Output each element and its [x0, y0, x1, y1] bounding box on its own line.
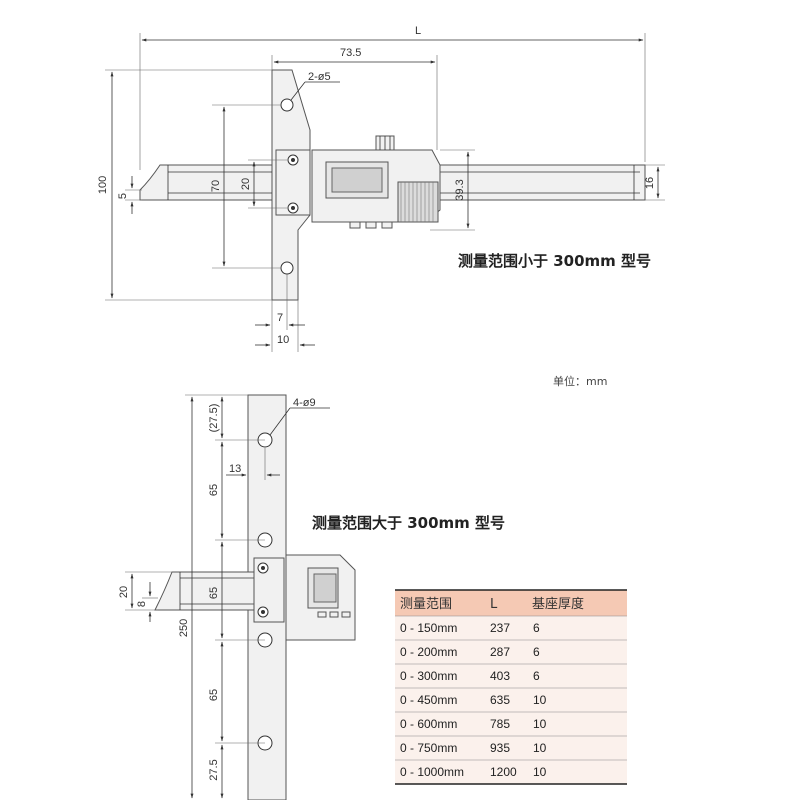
bottom-gauge-drawing: [154, 394, 356, 800]
top-dimensions: L 73.5 2-ø5 100 70 20 5 39.3: [97, 25, 665, 352]
table-cell: 403: [490, 669, 510, 683]
dim-20-top: 20: [240, 178, 252, 190]
table-header-thickness: 基座厚度: [532, 596, 584, 612]
table-cell: 6: [533, 645, 540, 659]
table-header-range: 测量范围: [400, 597, 452, 612]
bottom-caption: 测量范围大于 300mm 型号: [312, 514, 505, 532]
dim-27-5: 27.5: [208, 759, 220, 780]
table-cell: 10: [533, 765, 547, 779]
table-cell: 237: [490, 621, 510, 635]
table-cell: 1200: [490, 765, 517, 779]
dim-8: 8: [136, 601, 148, 607]
table-cell: 0 - 150mm: [400, 621, 457, 635]
dim-5: 5: [117, 193, 129, 199]
unit-label: 单位：mm: [553, 374, 607, 388]
dim-holes-top: 2-ø5: [308, 71, 331, 83]
top-gauge-drawing: [139, 69, 646, 301]
dim-70: 70: [210, 180, 222, 192]
top-caption: 测量范围小于 300mm 型号: [458, 252, 651, 270]
table-cell: 0 - 300mm: [400, 669, 457, 683]
table-cell: 0 - 750mm: [400, 741, 457, 755]
dim-65-c: 65: [208, 689, 220, 701]
dim-10: 10: [277, 334, 289, 346]
dim-20-bottom: 20: [118, 586, 130, 598]
top-thumb-wheel: [397, 181, 439, 223]
dim-7: 7: [277, 312, 283, 324]
dim-73-5: 73.5: [340, 47, 361, 59]
table-header-L: L: [490, 597, 498, 612]
dim-L: L: [415, 25, 421, 37]
dim-27-5-paren: (27.5): [208, 404, 220, 433]
table-cell: 0 - 200mm: [400, 645, 457, 659]
table-cell: 6: [533, 669, 540, 683]
table-cell: 6: [533, 621, 540, 635]
dim-holes-bottom: 4-ø9: [293, 397, 316, 409]
table-cell: 785: [490, 717, 510, 731]
table-cell: 0 - 450mm: [400, 693, 457, 707]
table-cell: 10: [533, 741, 547, 755]
table-cell: 635: [490, 693, 510, 707]
dim-13: 13: [229, 463, 241, 475]
table-cell: 0 - 1000mm: [400, 765, 464, 779]
top-main-beam: [439, 164, 646, 201]
table-cell: 287: [490, 645, 510, 659]
table-cell: 10: [533, 693, 547, 707]
bottom-dimensions: 4-ø9 250 (27.5) 65 65 65 27.5 13 20 8: [118, 394, 330, 799]
table-header-bg: [395, 590, 627, 616]
spec-table: 测量范围 L 基座厚度 0 - 150mm 237 6 0 - 200mm 28…: [395, 589, 627, 785]
dim-65-b: 65: [208, 587, 220, 599]
top-hook: [139, 164, 273, 201]
dim-39-3: 39.3: [454, 179, 466, 200]
dim-250: 250: [178, 619, 190, 637]
table-cell: 935: [490, 741, 510, 755]
dim-16: 16: [644, 177, 656, 189]
table-cell: 0 - 600mm: [400, 717, 457, 731]
table-cell: 10: [533, 717, 547, 731]
dim-100: 100: [97, 176, 109, 194]
dim-65-a: 65: [208, 484, 220, 496]
